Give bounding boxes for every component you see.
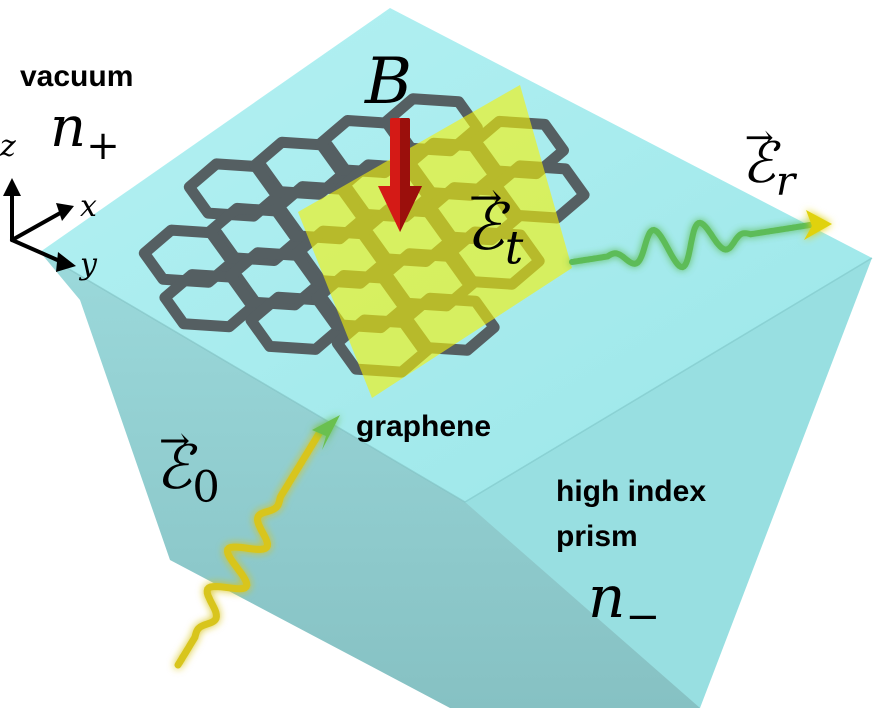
incident-wave — [174, 428, 324, 669]
prism-label: prism — [556, 520, 638, 553]
n-minus-sub: − — [625, 591, 661, 641]
reflected-wave — [569, 219, 813, 271]
n-plus-label: n+ — [50, 100, 120, 166]
vacuum-label: vacuum — [20, 60, 134, 93]
beam-plane — [298, 85, 572, 398]
red-down-arrow-icon — [378, 118, 422, 232]
high-index-label: high index — [556, 475, 706, 508]
e-transmitted-base: ℰ — [466, 179, 505, 260]
b-field-label: B — [365, 45, 413, 119]
graphene-label: graphene — [356, 410, 492, 443]
reflected-arrowhead — [804, 210, 832, 240]
e-incident-sub: 0 — [192, 462, 220, 513]
e-transmitted-label: ℰt — [466, 179, 523, 271]
e-incident-label: ℰ0 — [156, 422, 220, 513]
n-minus-base: n — [588, 563, 626, 631]
axis-x-label: x — [80, 189, 97, 224]
prism-left-face — [40, 252, 700, 708]
n-minus-label: n− — [588, 568, 660, 637]
e-reflected-base: ℰ — [742, 121, 776, 192]
n-plus-sub: + — [86, 121, 120, 169]
e-transmitted-sub: t — [504, 220, 524, 275]
axis-y-label: y — [80, 247, 97, 282]
incident-arrowhead — [312, 415, 340, 450]
axis-triad-icon — [3, 178, 76, 272]
n-plus-base: n — [50, 95, 87, 160]
e-reflected-label: ℰr — [742, 121, 796, 205]
e-reflected-sub: r — [775, 157, 796, 205]
e-incident-base: ℰ — [156, 422, 192, 498]
axis-z-label: z — [0, 129, 16, 164]
prism-edge-right — [464, 257, 873, 503]
prism-edge-left — [39, 251, 466, 503]
